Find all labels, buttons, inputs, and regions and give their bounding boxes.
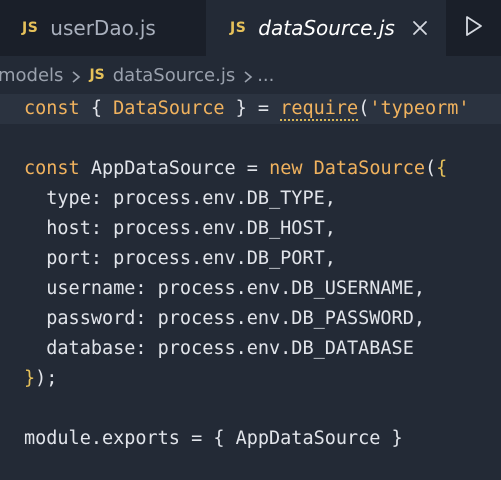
tab-userdao[interactable]: JS userDao.js [0,0,206,56]
code-token: { [436,158,448,179]
code-line-3: const AppDataSource = new DataSource({ [24,154,447,184]
code-token: } = [224,98,281,119]
breadcrumb-file[interactable]: dataSource.js [112,64,236,86]
breadcrumb-more[interactable]: ... [257,64,275,86]
run-button[interactable] [446,0,501,56]
code-token: ( [425,158,437,179]
code-line-4: type: process.env.DB_TYPE, [24,188,336,209]
code-token: ); [35,368,58,389]
code-token: } [24,368,36,389]
code-line-5: host: process.env.DB_HOST, [24,218,336,239]
breadcrumb: models JS dataSource.js ... [0,56,501,94]
code-line-9: database: process.env.DB_DATABASE [24,338,414,359]
current-line-highlight [0,94,501,124]
code-token: DataSource [113,98,225,119]
code-line-12: module.exports = { AppDataSource } [24,428,403,449]
tab-label: userDao.js [50,16,156,40]
code-editor[interactable]: const { DataSource } = require('typeorm'… [0,94,501,480]
code-token: require [280,98,359,119]
code-token: const [24,98,80,119]
code-line-10: }); [24,364,57,394]
tab-bar: JS userDao.js JS dataSource.js [0,0,501,56]
code-line-8: password: process.env.DB_PASSWORD, [24,308,425,329]
code-line-6: port: process.env.DB_PORT, [24,248,336,269]
code-token: 'typeorm' [369,98,470,119]
code-line-1: const { DataSource } = require('typeorm' [24,94,470,124]
code-token: { [79,98,114,119]
chevron-right-icon [71,68,81,83]
play-icon [464,15,484,41]
code-token: ( [358,98,370,119]
code-token: const [24,158,80,179]
chevron-right-icon [243,68,253,83]
code-token: DataSource [313,158,426,179]
code-token: AppDataSource = [79,158,270,179]
breadcrumb-folder[interactable]: models [0,64,64,86]
close-icon[interactable] [411,19,429,37]
code-token [302,158,313,179]
js-file-icon: JS [22,20,39,36]
code-token: new [269,158,303,179]
js-file-icon: JS [89,67,105,83]
tab-datasource[interactable]: JS dataSource.js [206,0,446,56]
code-line-7: username: process.env.DB_USERNAME, [24,278,425,299]
js-file-icon: JS [230,20,247,36]
tab-label: dataSource.js [258,16,395,40]
